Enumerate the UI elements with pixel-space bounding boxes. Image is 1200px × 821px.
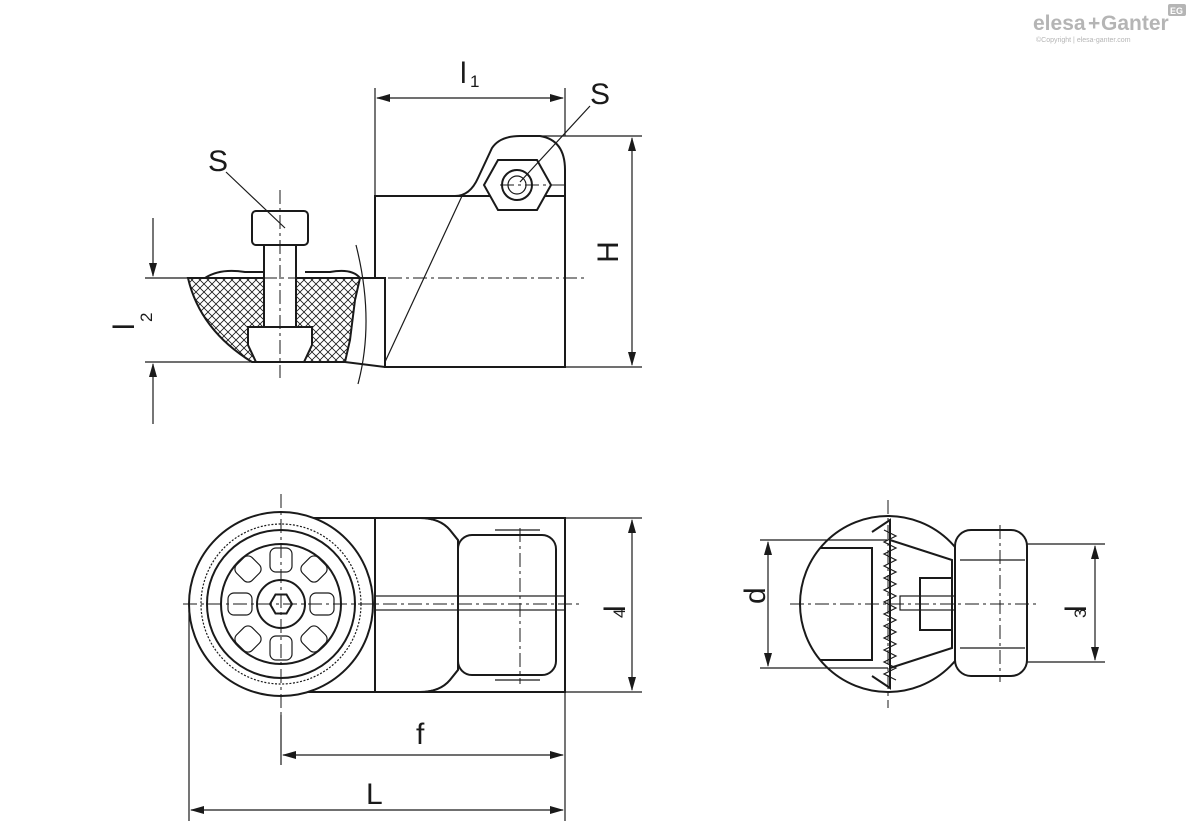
serration-teeth <box>882 529 898 681</box>
label-l2-sub: 2 <box>137 313 156 322</box>
front-view: l 4 f L <box>183 494 642 821</box>
label-l1: l <box>460 57 467 90</box>
label-s-left: S <box>208 145 228 178</box>
label-f: f <box>416 718 425 751</box>
label-s-top: S <box>590 78 610 111</box>
end-clamp-ear <box>954 529 1028 677</box>
front-nut-side <box>457 534 557 676</box>
label-l3: l <box>1060 605 1093 612</box>
label-l4: l <box>599 605 632 612</box>
logo-copyright: ©Copyright | elesa-ganter.com <box>1036 36 1131 44</box>
label-l4-sub: 4 <box>610 609 629 618</box>
front-bolt-slot <box>374 595 566 611</box>
pad-top-lip <box>204 269 361 279</box>
label-h: H <box>592 241 625 263</box>
clamp-split-line <box>384 195 463 363</box>
label-d: d <box>739 587 772 604</box>
clamp-body <box>374 195 566 368</box>
side-section-view: l 1 S S H l 2 <box>108 57 642 424</box>
pad-spokes <box>227 547 335 661</box>
end-view: d l 3 <box>739 500 1105 708</box>
logo-brand-left: elesa <box>1033 12 1086 35</box>
clamp-ear <box>375 135 566 197</box>
hex-nut <box>482 159 553 211</box>
break-line <box>355 244 367 385</box>
label-l2: l <box>108 323 141 330</box>
label-l1-sub: 1 <box>470 72 479 91</box>
s-top-leader <box>519 105 591 183</box>
label-L: L <box>366 778 383 811</box>
logo-plus: + <box>1088 12 1100 35</box>
logo-badge: EG <box>1170 6 1183 16</box>
label-l3-sub: 3 <box>1071 609 1090 618</box>
logo-brand-right: Ganter <box>1101 12 1169 35</box>
logo-badge-bg <box>1168 4 1186 16</box>
brand-logo: elesa + Ganter EG ©Copyright | elesa-gan… <box>1033 4 1186 44</box>
s-left-leader <box>225 171 286 229</box>
